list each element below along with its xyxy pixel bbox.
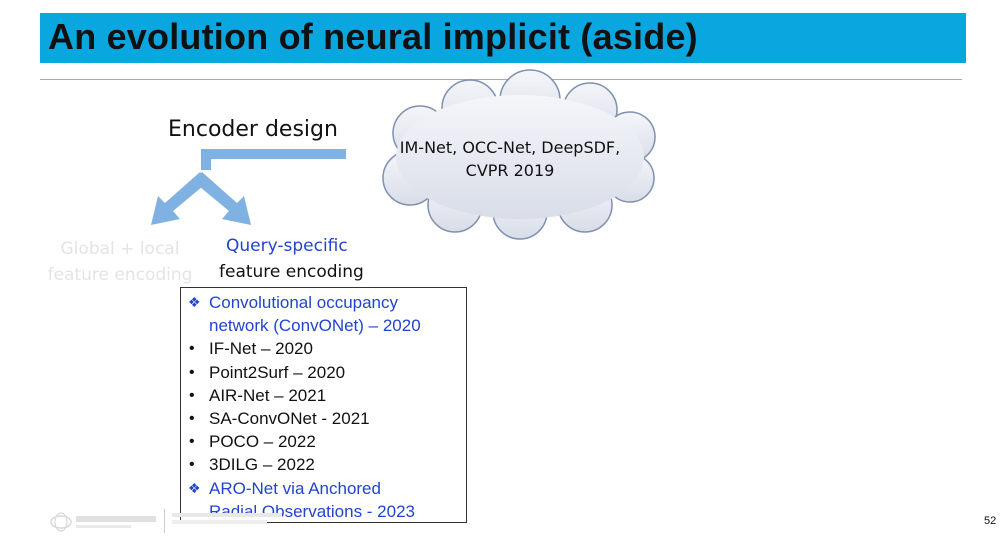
list-item: •AIR-Net – 2021 <box>181 384 466 407</box>
encoder-branch-arrows <box>151 149 346 225</box>
bullet-icon: • <box>189 340 195 358</box>
diamond-bullet-icon: ❖ <box>188 294 201 310</box>
global-local-line-1: Global + local <box>60 239 180 259</box>
list-item: •3DILG – 2022 <box>181 453 466 476</box>
bullet-icon: • <box>189 410 195 428</box>
encoder-design-label: Encoder design <box>168 117 338 142</box>
footer-fine-print <box>172 513 282 517</box>
footer-separator <box>164 509 165 533</box>
methods-list: ❖Convolutional occupancy network (ConvON… <box>181 288 466 523</box>
list-item: ❖Convolutional occupancy <box>181 291 466 314</box>
footer-fine-print <box>172 520 267 524</box>
list-item: ❖ARO-Net via Anchored <box>181 477 466 500</box>
siggraph-logo-icon <box>50 512 156 532</box>
feature-encoding-label: feature encoding <box>219 262 364 282</box>
bullet-icon: • <box>189 433 195 451</box>
bullet-icon: • <box>189 456 195 474</box>
title-bar: An evolution of neural implicit (aside) <box>40 13 966 63</box>
query-specific-label: Query-specific <box>226 236 348 256</box>
bullet-icon: • <box>189 386 195 404</box>
cloud-text: IM-Net, OCC-Net, DeepSDF, CVPR 2019 <box>380 136 640 182</box>
cloud-line-1: IM-Net, OCC-Net, DeepSDF, <box>399 138 621 157</box>
cloud-shape <box>382 69 656 240</box>
methods-list-box: ❖Convolutional occupancy network (ConvON… <box>180 287 467 523</box>
list-item: •SA-ConvONet - 2021 <box>181 407 466 430</box>
slide-title: An evolution of neural implicit (aside) <box>48 16 698 57</box>
bullet-icon: • <box>189 363 195 381</box>
cloud-line-2: CVPR 2019 <box>465 161 555 180</box>
list-item: •IF-Net – 2020 <box>181 337 466 360</box>
page-number: 52 <box>984 515 997 527</box>
list-item: •Point2Surf – 2020 <box>181 361 466 384</box>
global-local-branch: Global + local feature encoding <box>40 236 200 288</box>
title-divider <box>40 79 962 80</box>
global-local-line-2: feature encoding <box>47 265 193 285</box>
diamond-bullet-icon: ❖ <box>188 479 201 496</box>
list-item: •POCO – 2022 <box>181 430 466 453</box>
list-item: network (ConvONet) – 2020 <box>209 316 421 336</box>
